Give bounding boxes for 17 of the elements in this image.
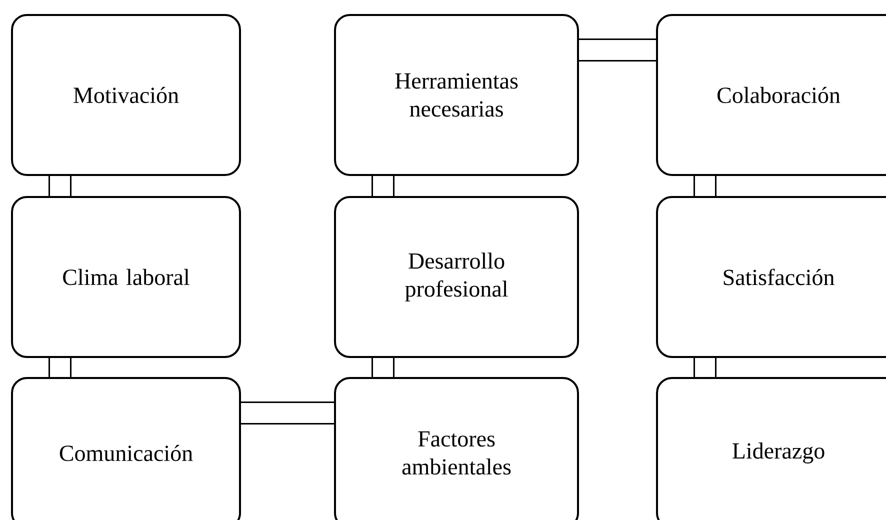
rounded-box: Herramientas necesarias [334,14,579,176]
rounded-box: Factores ambientales [334,377,579,520]
rounded-box: Comunicación [11,377,241,520]
rounded-box: Desarrollo profesional [334,196,579,358]
double-line [241,402,334,424]
double-line [579,38,656,62]
rounded-box: Motivación [11,14,241,176]
rounded-box: Colaboración [656,14,886,176]
double-line [372,176,394,196]
double-line [694,358,716,377]
rounded-box: Clima laboral [11,196,241,358]
double-line [48,176,72,196]
double-line [48,358,72,377]
rounded-box: Liderazgo [656,377,886,520]
double-line [372,358,394,377]
rounded-box: Satisfacción [656,196,886,358]
double-line [694,176,716,196]
